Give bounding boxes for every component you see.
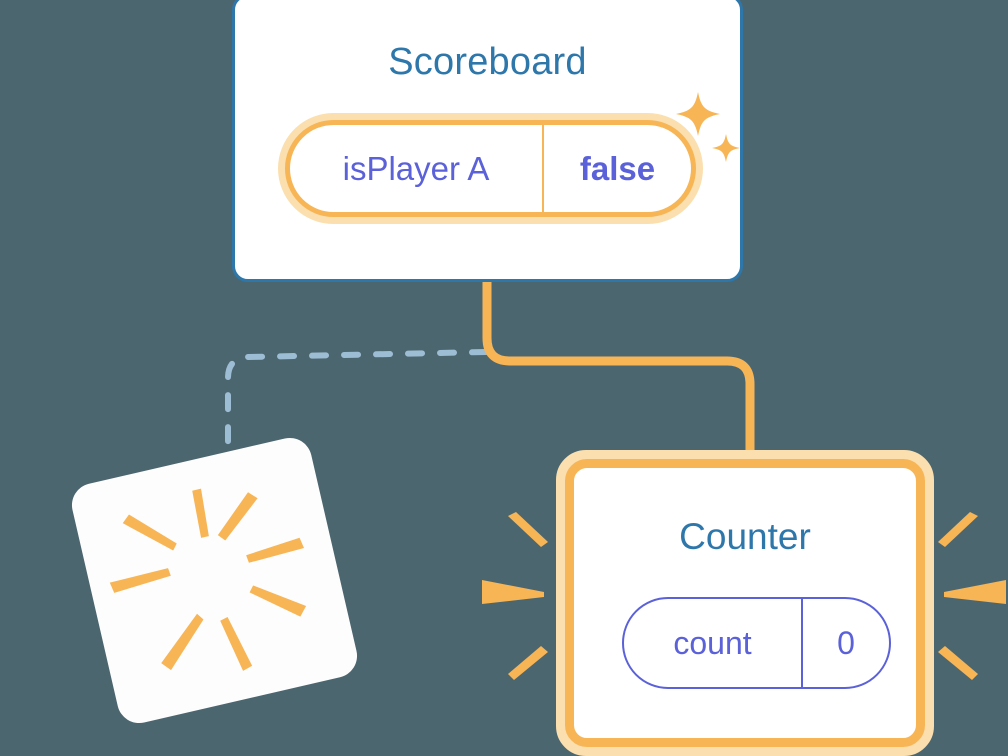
burst-rays-icon [109, 488, 307, 671]
scoreboard-state-pill[interactable]: isPlayer A false [278, 113, 703, 224]
counter-highlight-rays-left [482, 512, 548, 680]
counter-card-inner: Counter count 0 [565, 459, 925, 747]
counter-card[interactable]: Counter count 0 [556, 450, 934, 756]
counter-state-key: count [624, 599, 803, 687]
scoreboard-title: Scoreboard [388, 41, 587, 83]
counter-highlight-rays-right [938, 512, 1006, 680]
scoreboard-state-pill-inner: isPlayer A false [285, 120, 696, 217]
counter-state-value: 0 [837, 624, 855, 661]
counter-state-pill[interactable]: count 0 [622, 597, 891, 689]
solid-connector [482, 280, 755, 465]
scoreboard-state-key: isPlayer A [290, 125, 544, 212]
scoreboard-state-value: false [579, 149, 656, 187]
scoreboard-card[interactable]: Scoreboard isPlayer A false [232, 0, 743, 282]
sparkle-icon [676, 92, 740, 162]
counter-title: Counter [679, 516, 811, 557]
